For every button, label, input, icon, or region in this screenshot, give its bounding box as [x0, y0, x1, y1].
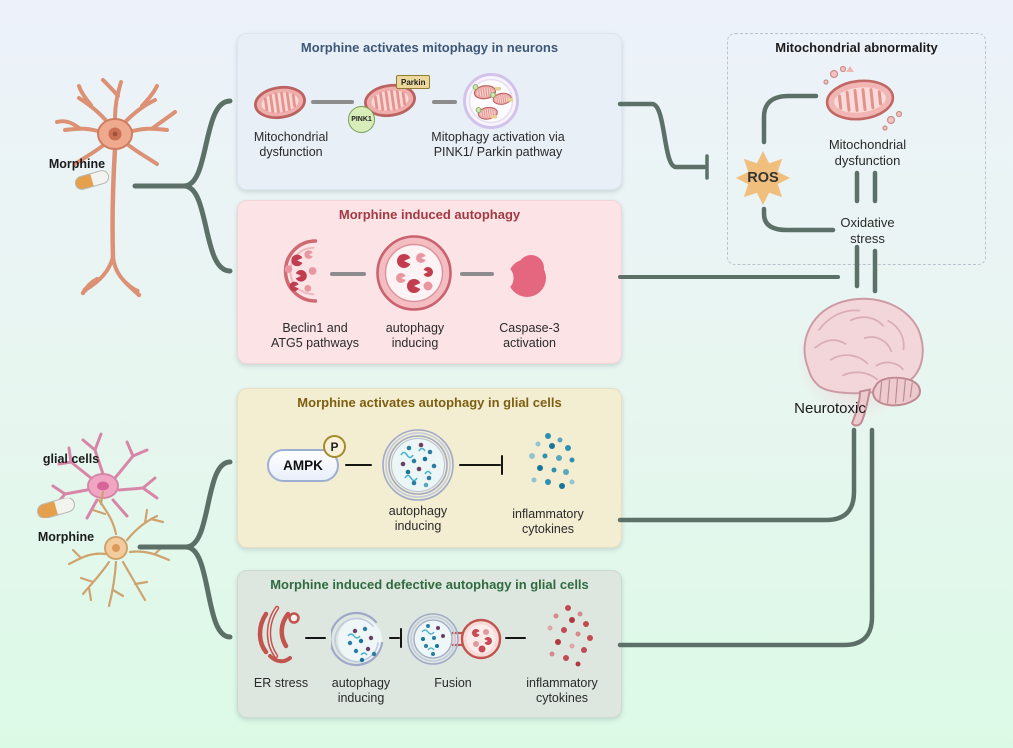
morphine-label-top: Morphine: [48, 157, 106, 171]
panel-mitophagy-neurons: Morphine activates mitophagy in neurons: [237, 33, 622, 190]
autophagy-inducing-label-glial: autophagy inducing: [388, 504, 448, 534]
cytokines-icon-teal: [529, 433, 575, 489]
morphine-label-bottom: Morphine: [37, 530, 95, 544]
mitochondrion-icon: [252, 82, 308, 123]
cytokines-icon-red: [547, 605, 593, 667]
panel1-title: Morphine activates mitophagy in neurons: [300, 40, 559, 55]
fusion-label: Fusion: [434, 676, 472, 690]
inflammatory-cytokines-label-defective: inflammatory cytokines: [526, 676, 598, 706]
oxidative-stress-label: Oxidative stress: [840, 215, 895, 246]
glial-cells-label: glial cells: [42, 452, 100, 466]
mito-dysfunction-label-right: Mitochondrial dysfunction: [828, 137, 907, 168]
neuron-icon: [55, 78, 177, 298]
fusion-icon: [407, 613, 502, 665]
neurotoxic-label: Neurotoxic: [794, 400, 866, 417]
mito-dysfunction-label: Mitochondrial dysfunction: [253, 130, 329, 160]
pink1-badge: PINK1: [348, 106, 375, 133]
mitophagosome-icon: [463, 73, 519, 129]
damaged-mitochondrion-icon: [823, 65, 903, 131]
caspase-activation-label: Caspase-3 activation: [499, 321, 560, 351]
capsule-icon: [74, 170, 110, 190]
phagophore-icon: [283, 239, 318, 303]
autophagosome-icon-glial: [382, 429, 454, 501]
capsule-icon-2: [37, 498, 75, 518]
ros-star-icon: [736, 151, 790, 205]
panel2-title: Morphine induced autophagy: [338, 207, 521, 222]
autophagy-inducing-label: autophagy inducing: [385, 321, 445, 351]
brain-icon: [803, 297, 924, 427]
glial-cells-icon: [51, 432, 171, 608]
panel4-title: Morphine induced defective autophagy in …: [270, 577, 589, 592]
ros-label: ROS: [747, 170, 779, 186]
panel3-title: Morphine activates autophagy in glial ce…: [297, 395, 562, 410]
beclin-atg5-label: Beclin1 and ATG5 pathways: [270, 321, 359, 351]
er-stress-icon: [257, 605, 300, 664]
abnormality-box-title: Mitochondrial abnormality: [775, 40, 938, 55]
autophagy-inducing-label-defective: autophagy inducing: [331, 676, 391, 706]
autophagosome-icon-defective: [331, 611, 384, 667]
parkin-badge: Parkin: [396, 75, 431, 89]
inflammatory-cytokines-label: inflammatory cytokines: [512, 507, 584, 537]
mitophagy-activation-label: Mitophagy activation via PINK1/ Parkin p…: [431, 130, 565, 160]
er-stress-label: ER stress: [253, 676, 309, 690]
caspase3-icon: [501, 255, 546, 297]
autophagosome-icon: [376, 235, 452, 311]
phospho-badge: P: [323, 435, 346, 458]
